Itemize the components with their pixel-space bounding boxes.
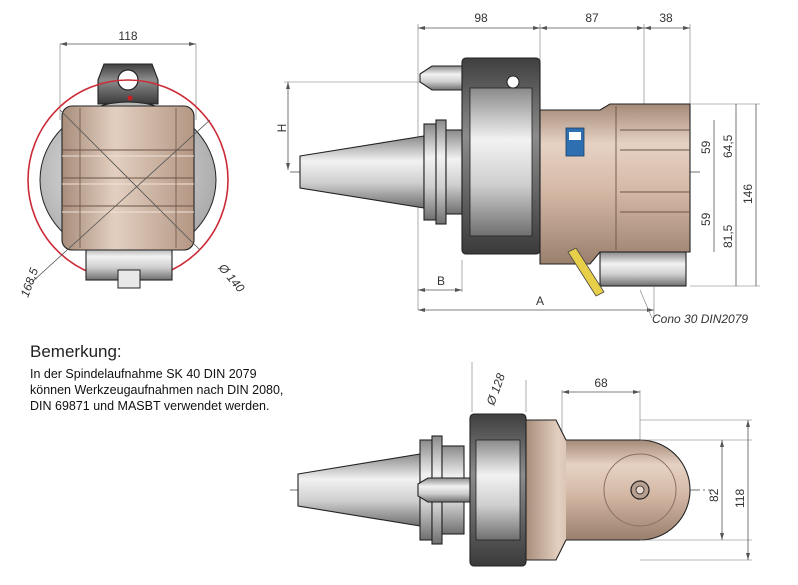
front-diagonal-label: 168,5 [18,266,42,299]
remark-text: In der Spindelaufnahme SK 40 DIN 2079 kö… [30,367,284,413]
side-dim-59-top: 59 [699,140,713,154]
front-diameter-label: Ø 140 [215,260,248,295]
side-dim-38: 38 [659,11,673,25]
bottom-dim-68: 68 [594,376,608,390]
front-view: 118 168,5 Ø 140 [18,29,248,299]
side-dim-87: 87 [585,11,599,25]
side-b-label: B [437,274,445,288]
side-dim-146: 146 [741,184,755,204]
side-view: 98 87 38 H [275,11,760,326]
bottom-dim-82: 82 [707,488,721,502]
remark-title: Bemerkung: [30,342,122,361]
front-width-label: 118 [118,29,137,43]
side-dim-81-5: 81,5 [721,224,735,248]
remark-panel: Bemerkung: In der Spindelaufnahme SK 40 … [30,342,300,414]
side-dim-64-5: 64,5 [721,134,735,158]
side-dim-98: 98 [474,11,488,25]
bottom-diameter-label: Ø 128 [483,371,508,408]
bottom-view: Ø 128 68 [290,362,752,567]
side-cone-label: Cono 30 DIN2079 [652,312,748,326]
side-h-label: H [275,124,289,133]
side-dim-59-bottom: 59 [699,212,713,226]
bottom-dim-118: 118 [733,489,747,508]
side-a-label: A [536,294,544,308]
